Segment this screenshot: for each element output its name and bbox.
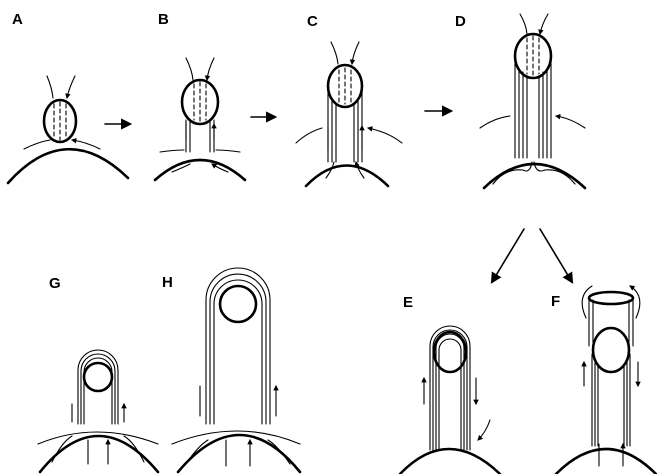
panel-b bbox=[155, 58, 245, 180]
surface-arc-e bbox=[400, 449, 500, 474]
inflow-arrows-c bbox=[331, 42, 359, 64]
ejected-ring-f bbox=[589, 292, 633, 304]
surface-arc-d bbox=[484, 164, 585, 188]
panel-d bbox=[480, 14, 585, 188]
surface-line-h bbox=[172, 431, 300, 444]
panel-label-a: A bbox=[12, 11, 23, 28]
dashed-field-d bbox=[527, 36, 539, 76]
side-arrow-e bbox=[478, 420, 490, 440]
arch-field-h bbox=[206, 268, 270, 424]
panel-label-f: F bbox=[551, 293, 560, 310]
dashed-field-b bbox=[194, 82, 206, 122]
panel-label-b: B bbox=[158, 11, 169, 28]
panel-h bbox=[172, 268, 300, 472]
surface-arc-a bbox=[8, 149, 128, 183]
field-lines-f bbox=[592, 354, 630, 446]
panel-e bbox=[400, 326, 500, 474]
vertical-arrows-g bbox=[72, 404, 124, 422]
branch-arrow-e bbox=[492, 229, 524, 282]
vertical-arrows-f bbox=[599, 444, 623, 466]
surface-line-g bbox=[38, 432, 158, 444]
dashed-field-a bbox=[54, 102, 66, 140]
oscillation-arrows-e bbox=[424, 378, 476, 404]
side-arrows-c bbox=[296, 128, 402, 143]
panel-c bbox=[296, 42, 402, 186]
surface-arc-f bbox=[556, 449, 656, 474]
panel-label-c: C bbox=[307, 13, 318, 30]
surface-arc-b bbox=[155, 160, 245, 180]
surface-arc-c bbox=[306, 166, 388, 187]
panel-label-e: E bbox=[403, 294, 413, 311]
surface-flow-h bbox=[186, 440, 290, 466]
panel-f bbox=[556, 286, 656, 474]
panel-label-d: D bbox=[455, 13, 466, 30]
inflow-arrows-a bbox=[47, 76, 75, 98]
field-lines-d bbox=[515, 62, 551, 158]
surface-flow-g bbox=[52, 436, 144, 464]
inflow-arrows-b bbox=[186, 58, 214, 80]
arch-field-g bbox=[78, 350, 118, 424]
panel-a bbox=[8, 76, 128, 183]
panel-g bbox=[38, 350, 158, 472]
panel-label-g: G bbox=[49, 275, 61, 292]
panel-label-h: H bbox=[162, 274, 173, 291]
vertical-arrows-h bbox=[200, 386, 276, 416]
branch-arrow-f bbox=[540, 229, 572, 282]
flux-rope-h bbox=[220, 286, 256, 322]
side-arrows-d bbox=[480, 116, 585, 128]
vertical-arrows-c bbox=[328, 126, 362, 150]
flux-rope-f bbox=[593, 328, 629, 372]
flux-rope-g bbox=[84, 363, 112, 391]
inflow-arrows-d bbox=[520, 14, 548, 34]
dashed-field-c bbox=[339, 68, 351, 104]
